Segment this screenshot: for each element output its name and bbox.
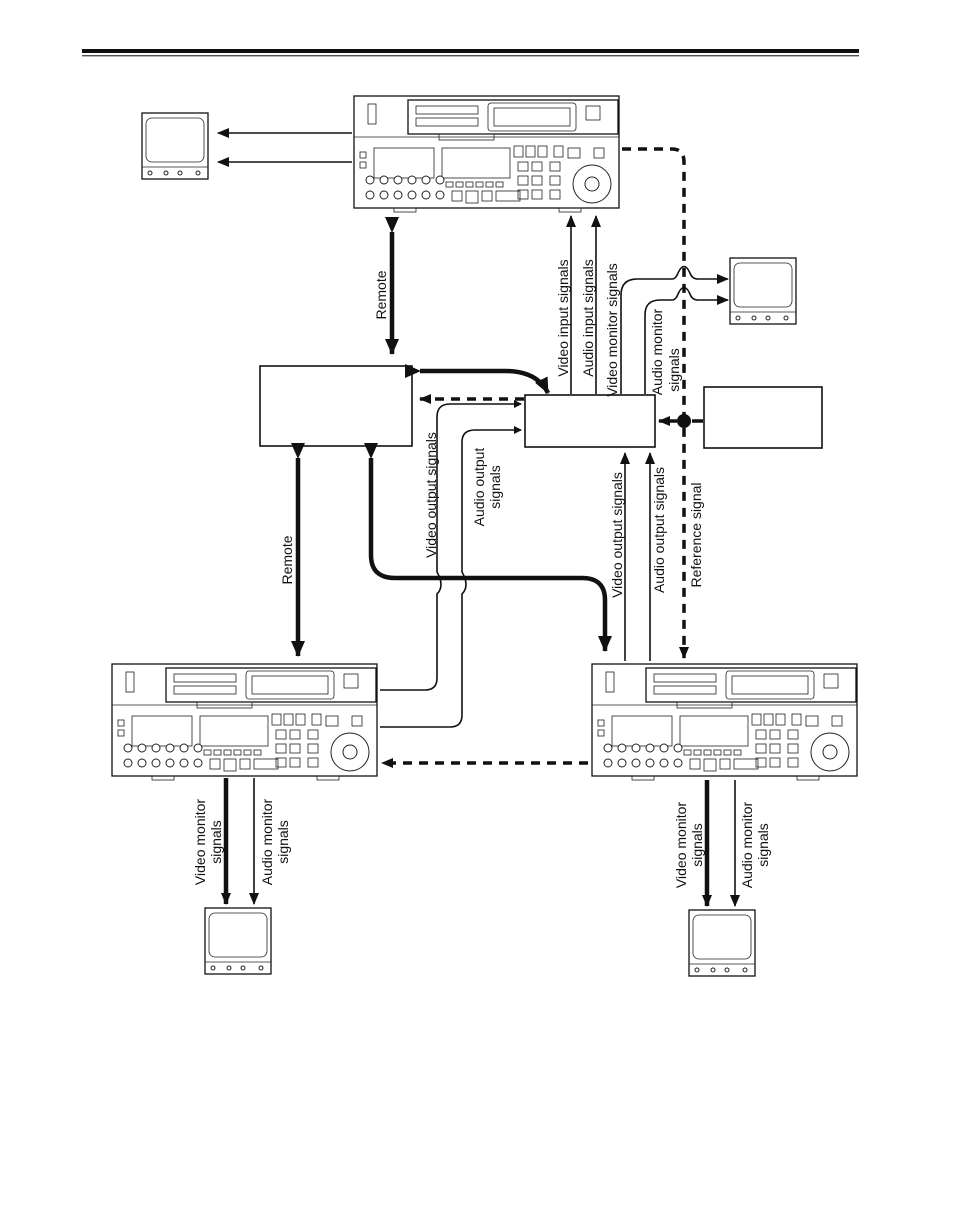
label-audio-output-right: Audio output signals	[651, 467, 667, 593]
label-br-audio-monitor-2: signals	[755, 823, 771, 867]
monitor-bottom-right	[688, 909, 756, 977]
monitor-top-left	[141, 112, 209, 180]
label-video-output-left: Video output signals	[423, 432, 439, 558]
vtr-top	[353, 95, 620, 213]
label-bl-video-monitor-1: Video monitor	[192, 799, 208, 885]
label-video-output-right: Video output signals	[609, 472, 625, 598]
vtr-bottom-left	[111, 663, 378, 781]
audio-monitor-signals-line	[644, 286, 729, 394]
label-remote-left: Remote	[279, 535, 295, 584]
monitor-right	[729, 257, 797, 325]
reference-signal-line	[622, 147, 689, 659]
bl-audio-output-line	[380, 426, 522, 728]
label-br-video-monitor-2: signals	[689, 823, 705, 867]
label-audio-monitor-top-1: Audio monitor	[649, 308, 665, 395]
label-audio-monitor-top-2: signals	[666, 348, 682, 392]
label-audio-output-left-2: signals	[487, 465, 503, 509]
switcher-box	[524, 394, 656, 448]
label-bl-audio-monitor-1: Audio monitor	[259, 798, 275, 885]
sync-generator-box	[703, 386, 823, 449]
bl-video-output-line	[380, 400, 522, 691]
controller-to-vtr-bottom-right	[364, 443, 612, 652]
label-video-monitor-top: Video monitor signals	[604, 263, 620, 397]
reference-junction-dot	[677, 414, 691, 428]
label-bl-audio-monitor-2: signals	[275, 820, 291, 864]
label-audio-input: Audio input signals	[580, 259, 596, 377]
label-audio-output-left-1: Audio output	[471, 448, 487, 527]
edit-controller-box	[259, 365, 413, 447]
monitor-bottom-left	[204, 907, 272, 975]
label-reference: Reference signal	[688, 482, 704, 587]
video-monitor-signals-line	[620, 265, 729, 394]
vtr-bottom-right	[591, 663, 858, 781]
header-rule	[82, 49, 859, 57]
label-remote-top: Remote	[373, 270, 389, 319]
label-bl-video-monitor-2: signals	[208, 820, 224, 864]
label-video-input: Video input signals	[555, 259, 571, 376]
controller-switcher-connection	[405, 364, 551, 395]
label-br-audio-monitor-1: Audio monitor	[739, 801, 755, 888]
label-br-video-monitor-1: Video monitor	[673, 802, 689, 888]
